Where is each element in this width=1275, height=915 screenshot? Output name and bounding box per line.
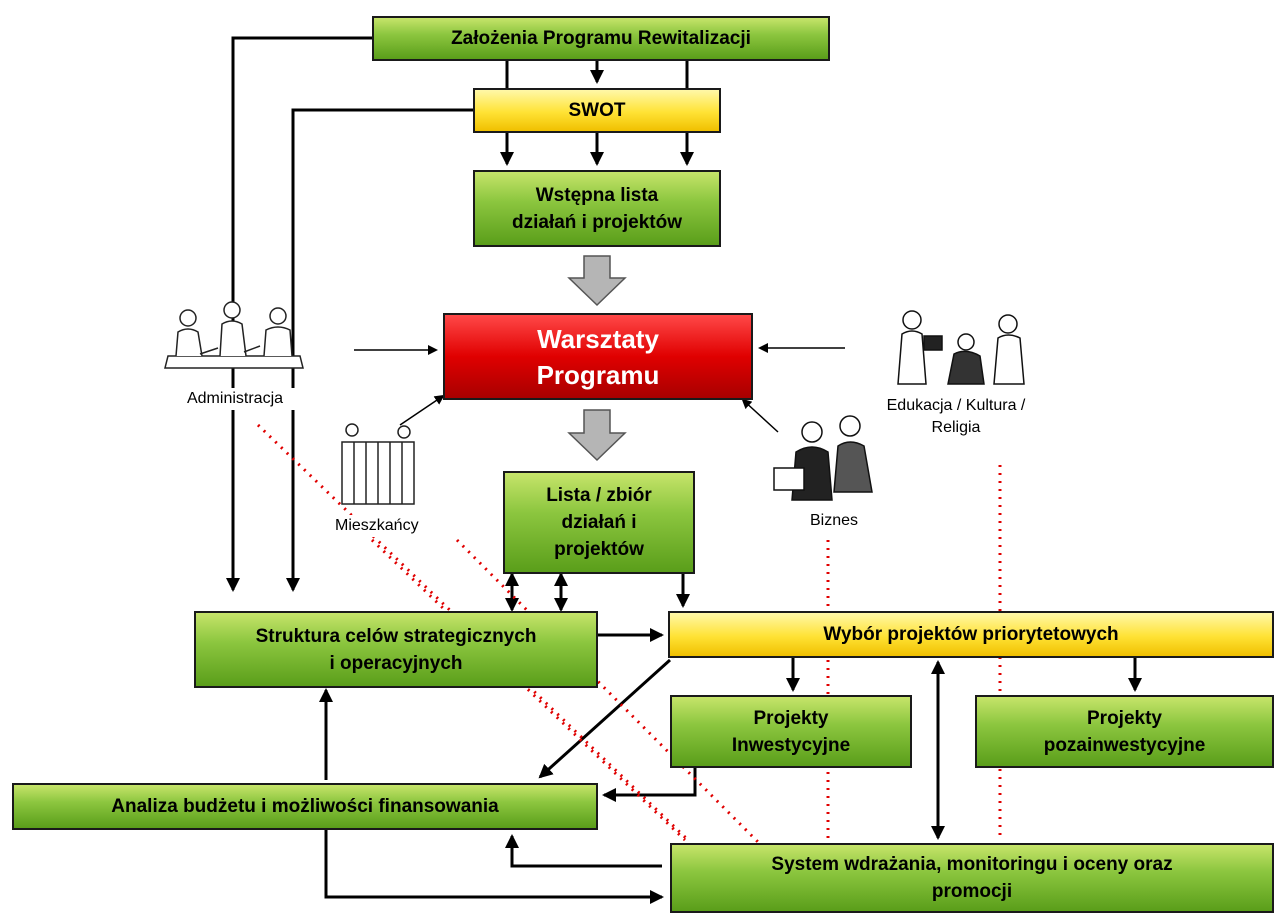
line-swot-to-struktura <box>286 108 473 592</box>
pozainwest-label-1: Projekty <box>1087 707 1162 729</box>
struktura-box: Struktura celów strategicznych i operacy… <box>194 611 598 688</box>
warsztaty-label-2: Programu <box>536 359 660 390</box>
wybor-label: Wybór projektów priorytetowych <box>823 624 1119 645</box>
pozainwest-label-2: pozainwestycyjne <box>1043 734 1206 756</box>
lista-zbior-box: Lista / zbiór działań i projektów <box>503 471 695 574</box>
wstepna-lista-box: Wstępna lista działań i projektów <box>473 170 721 247</box>
edukacja-figure <box>897 310 1025 385</box>
projekty-inwestycyjne-box: Projekty Inwestycyjne <box>670 695 912 768</box>
analiza-box: Analiza budżetu i możliwości finansowani… <box>12 783 598 830</box>
swot-label: SWOT <box>568 100 626 121</box>
lista-label-2: działań i <box>561 512 637 533</box>
projekty-pozainwestycyjne-box: Projekty pozainwestycyjne <box>975 695 1274 768</box>
lista-label-1: Lista / zbiór <box>546 485 652 506</box>
system-label-2: promocji <box>931 881 1013 902</box>
arrow-biznes-warsztaty <box>741 398 779 433</box>
zalozenia-box: Założenia Programu Rewitalizacji <box>372 16 830 61</box>
arrow-mieszk-warsztaty <box>399 394 445 426</box>
zalozenia-label: Założenia Programu Rewitalizacji <box>451 28 751 49</box>
wstepna-label-1: Wstępna lista <box>535 184 659 206</box>
inwest-label-2: Inwestycyjne <box>731 734 851 756</box>
struktura-label-1: Struktura celów strategicznych <box>255 625 537 647</box>
dotted-mieszkancy-a <box>370 538 687 842</box>
block-arrow-warsztaty-lista <box>567 409 627 462</box>
inwest-label-1: Projekty <box>753 707 829 729</box>
wstepna-label-2: działań i projektów <box>512 211 682 233</box>
biznes-label: Biznes <box>794 510 874 532</box>
edukacja-label-1: Edukacja / Kultura / <box>886 397 1026 414</box>
lista-label-3: projektów <box>554 539 644 560</box>
administracja-figure <box>164 301 304 369</box>
arrow-system-analiza <box>505 834 662 868</box>
warsztaty-label-1: Warsztaty <box>537 323 659 354</box>
mieszkancy-label: Mieszkańcy <box>335 515 455 537</box>
dotted-admin <box>256 423 690 842</box>
system-box: System wdrażania, monitoringu i oceny or… <box>670 843 1274 913</box>
wybor-box: Wybór projektów priorytetowych <box>668 611 1274 658</box>
swot-box: SWOT <box>473 88 721 133</box>
biznes-figure <box>773 415 873 501</box>
struktura-label-2: i operacyjnych <box>329 652 463 674</box>
arrow-analiza-system <box>324 828 664 904</box>
arrow-wybor-analiza <box>538 658 672 779</box>
analiza-label: Analiza budżetu i możliwości finansowani… <box>111 796 499 817</box>
mieszkancy-figure <box>341 423 415 505</box>
arrow-inwest-analiza <box>602 768 697 802</box>
warsztaty-box: Warsztaty Programu <box>443 313 753 400</box>
administracja-label: Administracja <box>170 388 300 410</box>
system-label-1: System wdrażania, monitoringu i oceny or… <box>771 854 1173 875</box>
block-arrow-wstepna-warsztaty <box>567 255 627 307</box>
edukacja-label: Edukacja / Kultura / Religia <box>866 395 1046 439</box>
edukacja-label-2: Religia <box>931 419 981 436</box>
